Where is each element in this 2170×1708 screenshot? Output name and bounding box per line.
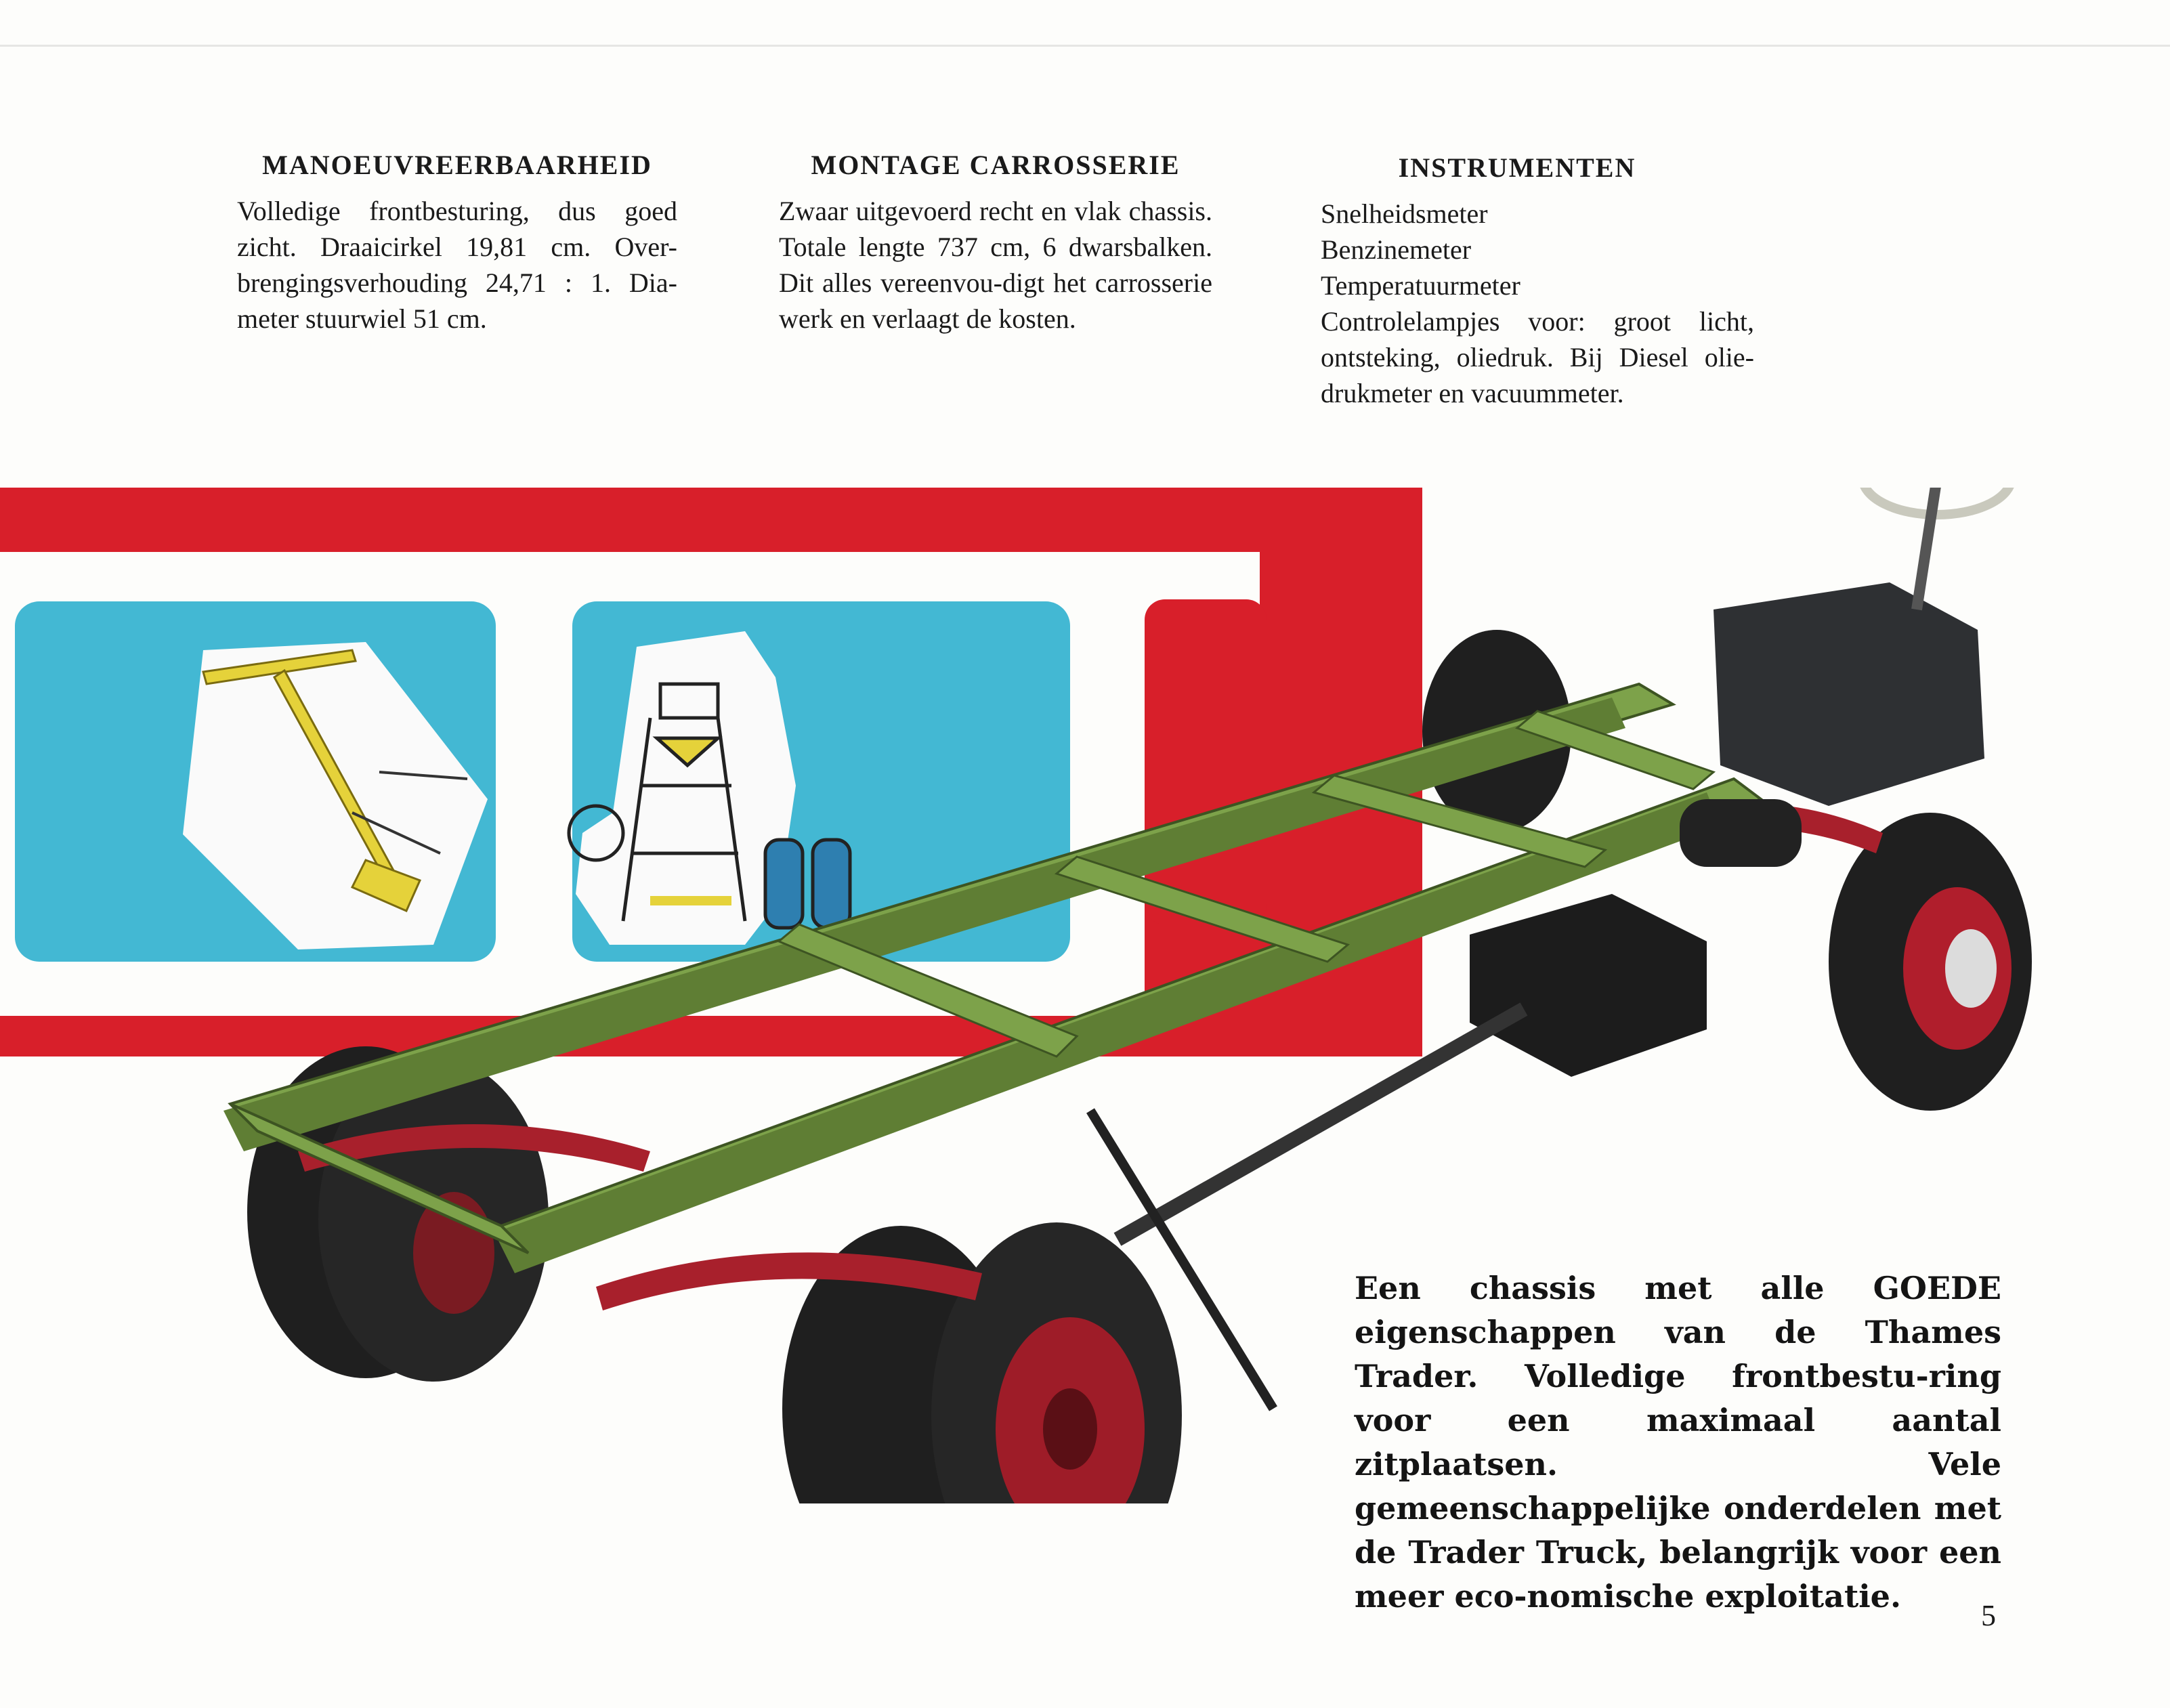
column-instruments: INSTRUMENTEN Snelheidsmeter Benzinemeter… xyxy=(1321,149,1754,411)
cross-member xyxy=(777,923,1079,1058)
engine-block xyxy=(1714,582,1984,806)
leaf-spring xyxy=(298,1124,650,1172)
column-manoeuvrability: MANOEUVREERBAARHEID Volledige frontbestu… xyxy=(237,149,677,337)
heading-body-mounting: MONTAGE CARROSSERIE xyxy=(811,150,1180,180)
column-body-mounting: MONTAGE CARROSSERIE Zwaar uitgevoerd rec… xyxy=(779,149,1212,337)
instrument-line: Controlelampjes voor: groot licht, ontst… xyxy=(1321,306,1754,408)
brake-rod xyxy=(1086,1108,1277,1411)
chassis-topview-icon xyxy=(567,682,852,930)
frame-rail xyxy=(494,792,1720,1273)
instrument-line: Snelheidsmeter xyxy=(1321,198,1488,229)
text-body-mounting: Zwaar uitgevoerd recht en vlak chassis. … xyxy=(779,196,1212,334)
steering-detail-cutout xyxy=(183,642,488,949)
chassis-illustration xyxy=(0,488,2032,1503)
leaf-spring xyxy=(596,1252,982,1310)
fuel-tank xyxy=(1680,799,1802,867)
frame-rail xyxy=(224,698,1625,1151)
cross-member xyxy=(229,1103,530,1254)
red-band xyxy=(0,488,1422,1056)
red-panel-right xyxy=(1145,599,1267,924)
cross-member xyxy=(1311,774,1608,868)
page-number: 5 xyxy=(1981,1599,1996,1632)
battery-box xyxy=(1470,894,1707,1077)
instrument-line: Temperatuurmeter xyxy=(1321,270,1520,301)
prop-shaft xyxy=(1113,1002,1528,1246)
heading-instruments: INSTRUMENTEN xyxy=(1398,152,1636,183)
chassis-caption: Een chassis met alle GOEDE eigenschappen… xyxy=(1355,1270,2001,1615)
instrument-line: Benzinemeter xyxy=(1321,234,1472,265)
cross-member xyxy=(1054,855,1350,963)
heading-manoeuvrability: MANOEUVREERBAARHEID xyxy=(262,150,652,180)
text-manoeuvrability: Volledige frontbesturing, dus goed zicht… xyxy=(237,196,677,334)
front-wheel-right xyxy=(1829,813,2032,1111)
rear-wheel-right xyxy=(782,1222,1182,1503)
steering-column-icon xyxy=(202,649,468,912)
page-top-edge xyxy=(0,45,2170,47)
steering-column xyxy=(1911,488,1941,611)
cross-member xyxy=(1514,710,1716,790)
steering-wheel xyxy=(1860,488,2014,519)
